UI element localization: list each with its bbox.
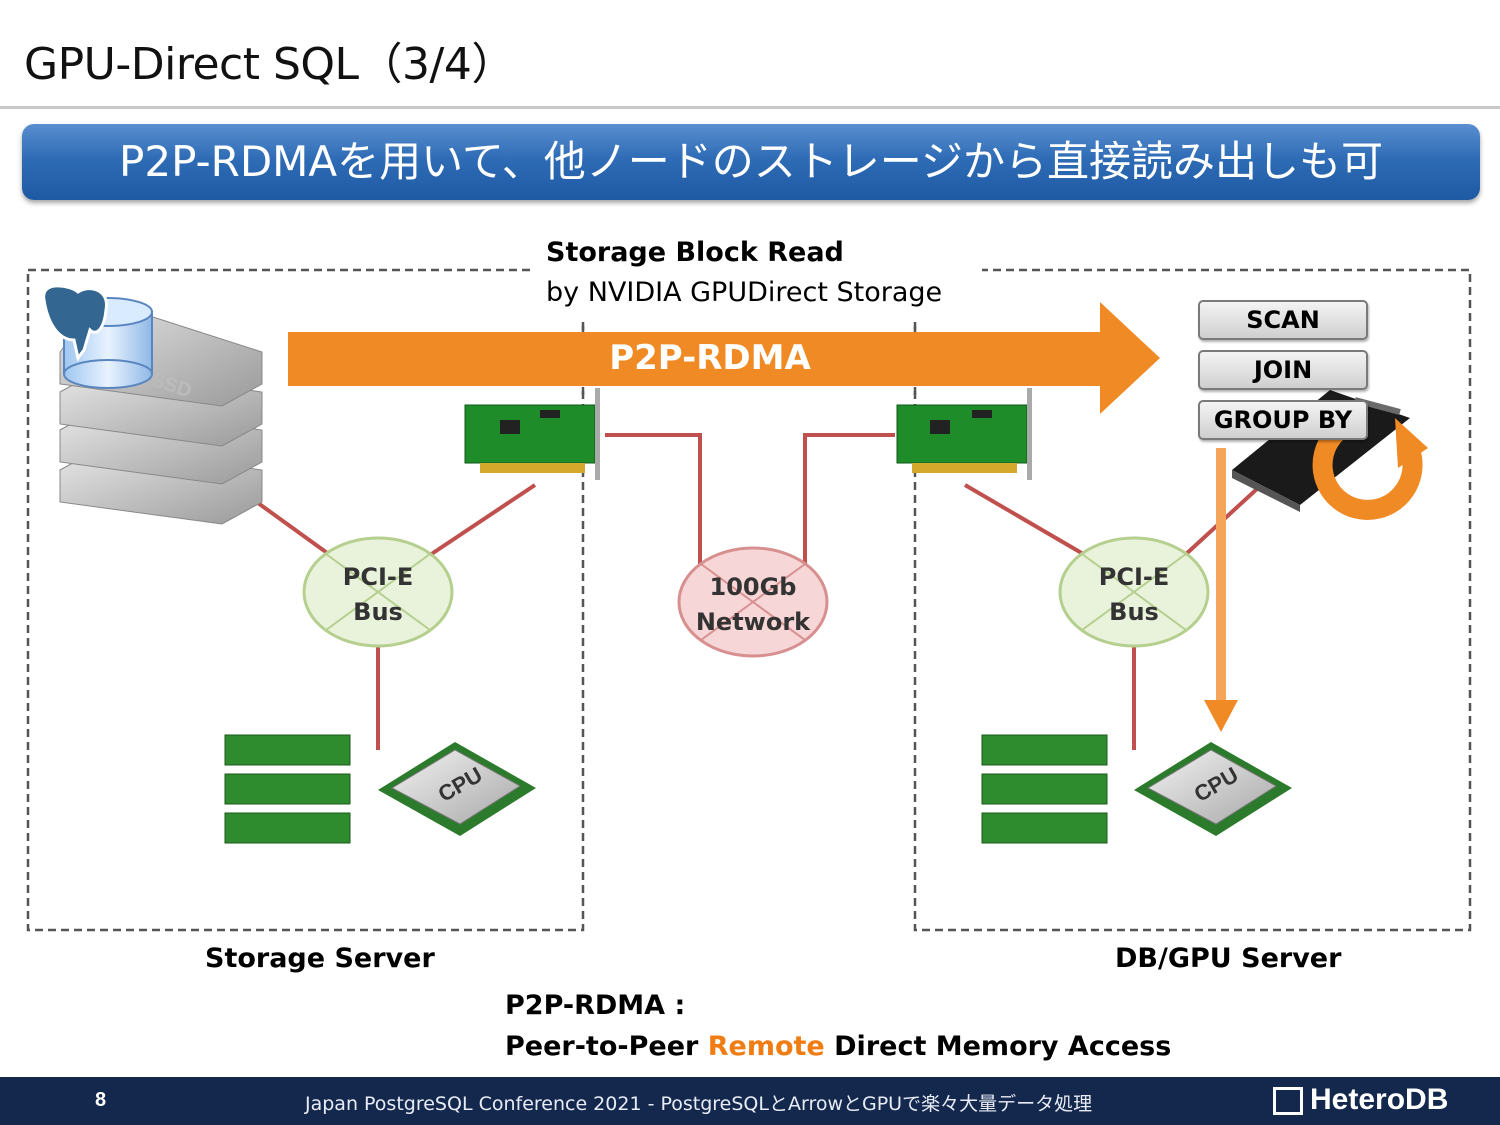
heterodb-logo-icon — [1273, 1087, 1303, 1115]
right-nic-card — [896, 388, 1032, 480]
group-by-button: GROUP BY — [1198, 400, 1368, 440]
join-button: JOIN — [1198, 350, 1368, 390]
heterodb-logo: HeteroDB — [1310, 1083, 1449, 1116]
slide-title: GPU-Direct SQL（3/4） — [24, 39, 515, 90]
left-memory-modules — [224, 734, 351, 844]
scan-button: SCAN — [1198, 300, 1368, 340]
p2p-rdma-arrow-label: P2P-RDMA — [609, 338, 811, 378]
storage-server-box — [26, 268, 585, 932]
gpu-to-cpu-arrow — [1216, 448, 1226, 704]
definition-highlight: Remote — [707, 1031, 825, 1062]
storage-block-read-label: Storage Block Read — [546, 237, 844, 268]
headline-banner: P2P-RDMAを用いて、他ノードのストレージから直接読み出しも可 — [22, 124, 1480, 200]
right-pcie-bus — [1058, 536, 1210, 648]
right-memory-modules — [981, 734, 1108, 844]
storage-server-label: Storage Server — [205, 943, 435, 974]
title-divider — [0, 106, 1500, 109]
nvidia-gds-label: by NVIDIA GPUDirect Storage — [546, 277, 943, 308]
footer-bar: 8 Japan PostgreSQL Conference 2021 - Pos… — [0, 1077, 1500, 1125]
bus-links — [238, 433, 1260, 750]
db-gpu-server-label: DB/GPU Server — [1115, 943, 1342, 974]
network-node — [677, 546, 829, 658]
left-nic-card — [464, 388, 600, 480]
left-pcie-bus — [302, 536, 454, 648]
right-cpu-chip: CPU — [1134, 742, 1292, 836]
definition-title: P2P-RDMA : — [505, 990, 686, 1021]
page-number: 8 — [95, 1089, 107, 1111]
p2p-rdma-arrow — [288, 302, 1160, 414]
postgres-db-icon — [42, 284, 153, 389]
architecture-diagram: SSD — [26, 268, 1472, 932]
db-gpu-server-box — [913, 268, 1472, 932]
left-cpu-chip: CPU — [378, 742, 536, 836]
conference-name: Japan PostgreSQL Conference 2021 - Postg… — [305, 1093, 1093, 1115]
definition-text: Peer-to-Peer Remote Direct Memory Access — [505, 1031, 1172, 1062]
